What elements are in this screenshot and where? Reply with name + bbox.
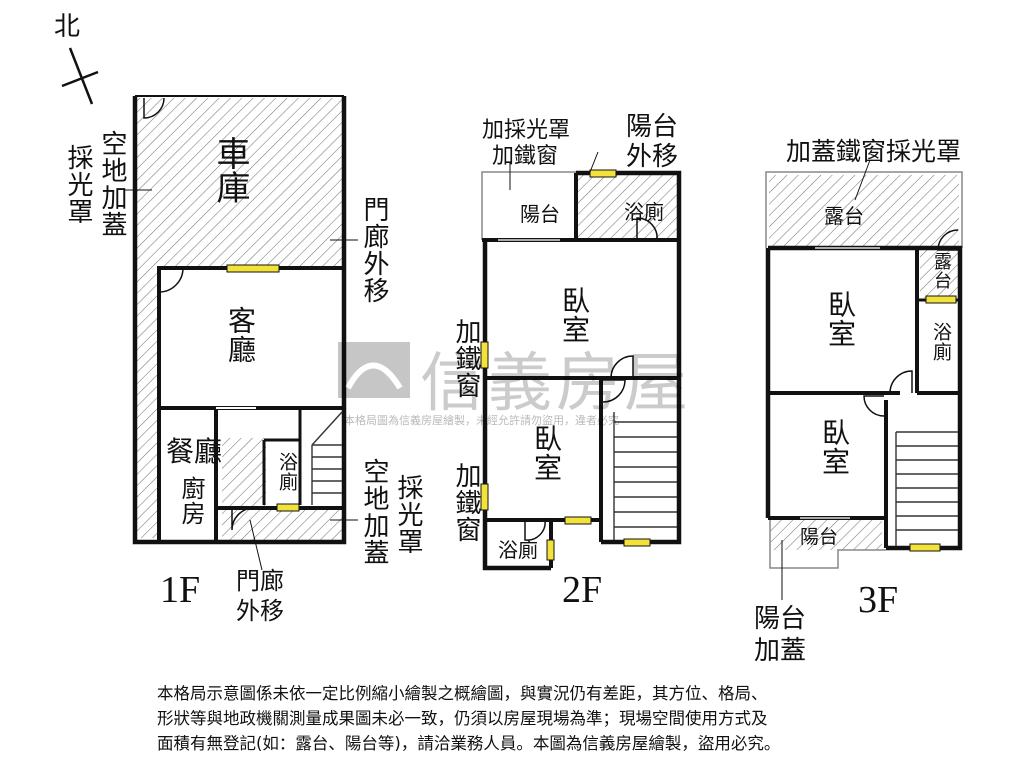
- floor2-bath-bottom-label: 浴廁: [498, 538, 538, 562]
- floor1-note-porch-bottom: 門廊外移: [236, 567, 284, 625]
- north-arrow-icon: [61, 47, 99, 105]
- floor3-balcony-label: 陽台: [800, 526, 839, 548]
- floor2-note-skylight: 加採光罩: [482, 118, 571, 143]
- floor1-label: 1F: [160, 569, 201, 611]
- floor2-bedroom-second-label: 臥室: [530, 424, 563, 482]
- floor3-bedroom-top-label: 臥室: [824, 290, 857, 348]
- floor1-note-open-space-left: 空地加蓋: [97, 130, 127, 238]
- floor3-bedroom-bottom-label: 臥室: [818, 418, 851, 476]
- floor2-label: 2F: [562, 569, 603, 611]
- floor2-note-iron-window-top: 加鐵窗: [492, 144, 559, 169]
- floor3-bath-label: 浴廁: [930, 322, 952, 362]
- floor1-note-skylight-left: 採光罩: [63, 144, 93, 225]
- garage-label-text: 車庫: [210, 136, 250, 204]
- floor1-note-open-space-bottom: 空地加蓋: [359, 458, 389, 566]
- garage-label: 車庫: [210, 136, 250, 213]
- floor1-plan: [124, 95, 358, 571]
- watermark-brand: 信義房屋: [420, 347, 692, 421]
- floor2-bedroom-main-label: 臥室: [558, 286, 591, 344]
- floor2-bath-top-label: 浴廁: [624, 200, 664, 224]
- floor3-note-added-roof: 加蓋: [754, 636, 807, 666]
- floor3-label: 3F: [858, 579, 899, 621]
- floor2-note-iron-window-2: 加鐵窗: [451, 462, 481, 543]
- disclaimer-line-3: 面積有無登記(如：露台、陽台等)，請洽業務人員。本圖為信義房屋繪製，盜用必究。: [157, 734, 781, 753]
- floor2-balcony-label: 陽台: [520, 202, 560, 226]
- floor2-note-shift-out: 外移: [626, 142, 679, 172]
- disclaimer-line-1: 本格局示意圖係未依一定比例縮小繪製之概繪圖，與實況仍有差距，其方位、格局、: [157, 684, 768, 703]
- watermark-subtext: 本格局圖為信義房屋繪製，未經允許請勿盜用，違者必究: [344, 414, 619, 427]
- floor1-note-skylight-bottom: 採光罩: [393, 474, 423, 555]
- disclaimer-line-2: 形狀等與地政機關測量成果圖未必一致，仍須以房屋現場為準；現場空間使用方式及: [157, 709, 768, 728]
- living-room-label: 客廳: [224, 306, 257, 364]
- floor2-note-iron-window-1: 加鐵窗: [451, 318, 481, 399]
- dining-room-label: 餐廳: [166, 435, 223, 468]
- floor3-note-balcony: 陽台: [754, 604, 807, 634]
- floor1-bath-label: 浴廁: [276, 452, 298, 492]
- floor3-plan: [765, 159, 963, 600]
- floor3-terrace-label: 露台: [824, 204, 864, 228]
- kitchen-label: 廚房: [177, 476, 205, 526]
- floor2-note-balcony: 陽台: [626, 112, 679, 142]
- north-label: 北: [54, 12, 81, 42]
- floor1-note-porch-right: 門廊外移: [359, 196, 389, 304]
- floor3-note-skylight: 加蓋鐵窗採光罩: [786, 137, 962, 166]
- floor2-plan: [480, 151, 682, 571]
- floor3-terrace-small-label: 露台: [931, 252, 952, 290]
- disclaimer-text: 本格局示意圖係未依一定比例縮小繪製之概繪圖，與實況仍有差距，其方位、格局、 形狀…: [157, 681, 937, 756]
